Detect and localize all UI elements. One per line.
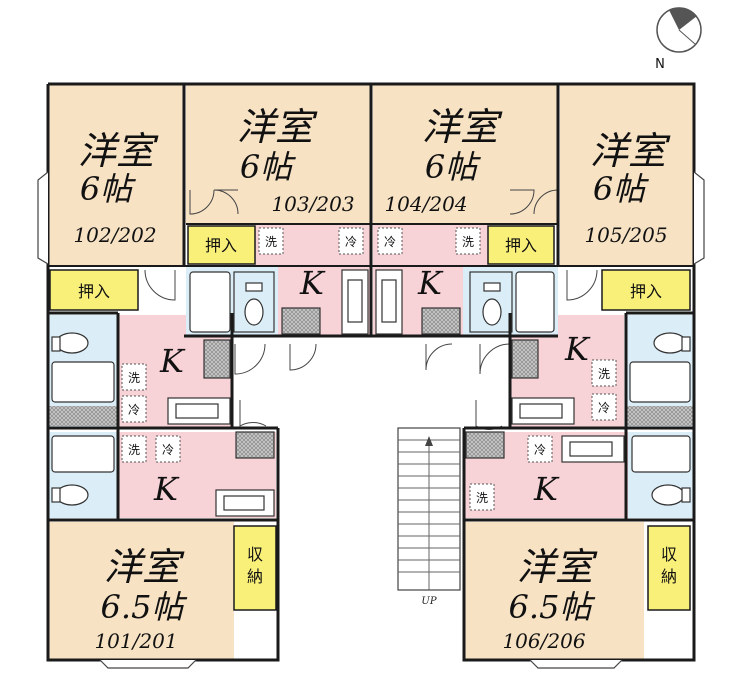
storage-101-label-1: 収: [247, 545, 263, 564]
washer-102: 洗: [128, 371, 140, 385]
washer-106: 洗: [476, 491, 488, 505]
closet-102: [49, 269, 139, 311]
room-102-title: 洋室: [78, 129, 159, 173]
closet-104: [487, 225, 555, 265]
toilet-103: [244, 298, 264, 326]
door-swings: [144, 189, 598, 430]
room-105-title: 洋室: [590, 129, 671, 173]
storage-106: [647, 525, 691, 611]
room-101-title: 洋室: [104, 545, 185, 589]
washer-105: 洗: [598, 367, 610, 381]
room-labels: 洋室 6帖 102/202 洋室 6帖 103/203 洋室 6帖 104/20…: [73, 105, 671, 653]
room-104-size: 6帖: [425, 148, 481, 186]
toilet-101: [55, 484, 89, 506]
toilet-104: [482, 298, 502, 326]
room-101-floor: [48, 522, 234, 660]
kitchen-106-label: K: [533, 470, 560, 508]
compass: N: [655, 7, 702, 72]
room-105-number: 105/205: [584, 223, 667, 247]
room-106-title: 洋室: [517, 545, 598, 589]
room-106-number: 106/206: [502, 629, 585, 653]
bathtub-105: [629, 361, 691, 403]
room-103-size: 6帖: [240, 148, 296, 186]
bay-windows: [37, 171, 705, 669]
kitchen-102-label: K: [159, 342, 186, 380]
room-105-floor: [560, 84, 694, 266]
stove-104: [421, 307, 461, 335]
room-103-number: 103/203: [271, 192, 354, 216]
fridge-103: 冷: [345, 235, 357, 249]
toilet-102: [55, 332, 89, 354]
stove-101: [235, 431, 275, 459]
bathtub-104: [515, 271, 555, 333]
fridge-101: 冷: [162, 443, 174, 457]
staircase: UP: [397, 427, 461, 607]
storage-106-label-1: 収: [661, 545, 677, 564]
stove-102: [203, 339, 231, 379]
closet-105-label: 押入: [630, 282, 662, 301]
stove-105: [511, 339, 539, 379]
bathtub-101: [51, 435, 115, 473]
closet-102-label: 押入: [78, 282, 110, 301]
room-106-size: 6.5帖: [509, 588, 596, 626]
room-102-number: 102/202: [73, 223, 156, 247]
closet-103-label: 押入: [205, 236, 237, 255]
room-102-size: 6帖: [80, 170, 136, 208]
toilet-106: [651, 484, 685, 506]
room-104-floor: [373, 84, 558, 224]
room-fills: [48, 84, 694, 660]
fridge-104: 冷: [384, 235, 396, 249]
bathtub-106: [631, 435, 691, 473]
closets: 押入 押入 押入 押入 収 納 収 納: [49, 225, 691, 611]
stove-106: [465, 431, 505, 459]
kitchen-fixtures: [167, 269, 625, 517]
appliance-spots: 洗 冷 冷 洗 洗 冷 洗 冷 洗 冷 冷 洗: [121, 227, 617, 511]
washer-101: 洗: [128, 443, 140, 457]
bathtub-102: [51, 361, 115, 403]
storage-101-label-2: 納: [247, 567, 263, 586]
washer-103: 洗: [265, 235, 277, 249]
toilet-105: [653, 332, 687, 354]
kitchen-103-label: K: [299, 264, 326, 302]
stairs-up-arrow: [425, 436, 433, 446]
compass-north-label: N: [655, 57, 665, 72]
stove-103: [281, 307, 321, 335]
kitchen-105-label: K: [564, 330, 591, 368]
room-105-size: 6帖: [593, 170, 649, 208]
room-101-size: 6.5帖: [101, 588, 188, 626]
room-101-number: 101/201: [94, 629, 177, 653]
bathtub-103: [189, 271, 231, 333]
storage-101: [233, 525, 277, 611]
closet-103: [187, 225, 256, 265]
kitchen-104-label: K: [417, 264, 444, 302]
closet-104-label: 押入: [505, 236, 537, 255]
storage-106-label-2: 納: [661, 567, 677, 586]
room-104-number: 104/204: [384, 192, 467, 216]
room-106-floor: [464, 522, 644, 660]
room-104-title: 洋室: [422, 105, 503, 149]
room-102-floor: [48, 84, 184, 266]
room-103-floor: [186, 84, 371, 224]
bath-fixtures: [48, 271, 694, 506]
kitchen-labels: K K K K K K: [153, 264, 591, 508]
fridge-102: 冷: [128, 403, 140, 417]
kitchen-101-label: K: [153, 470, 180, 508]
stairs-up-label: UP: [421, 596, 436, 607]
room-103-title: 洋室: [237, 105, 318, 149]
washer-104: 洗: [462, 235, 474, 249]
fridge-106: 冷: [534, 443, 546, 457]
fridge-105: 冷: [598, 401, 610, 415]
closet-105: [601, 269, 691, 311]
